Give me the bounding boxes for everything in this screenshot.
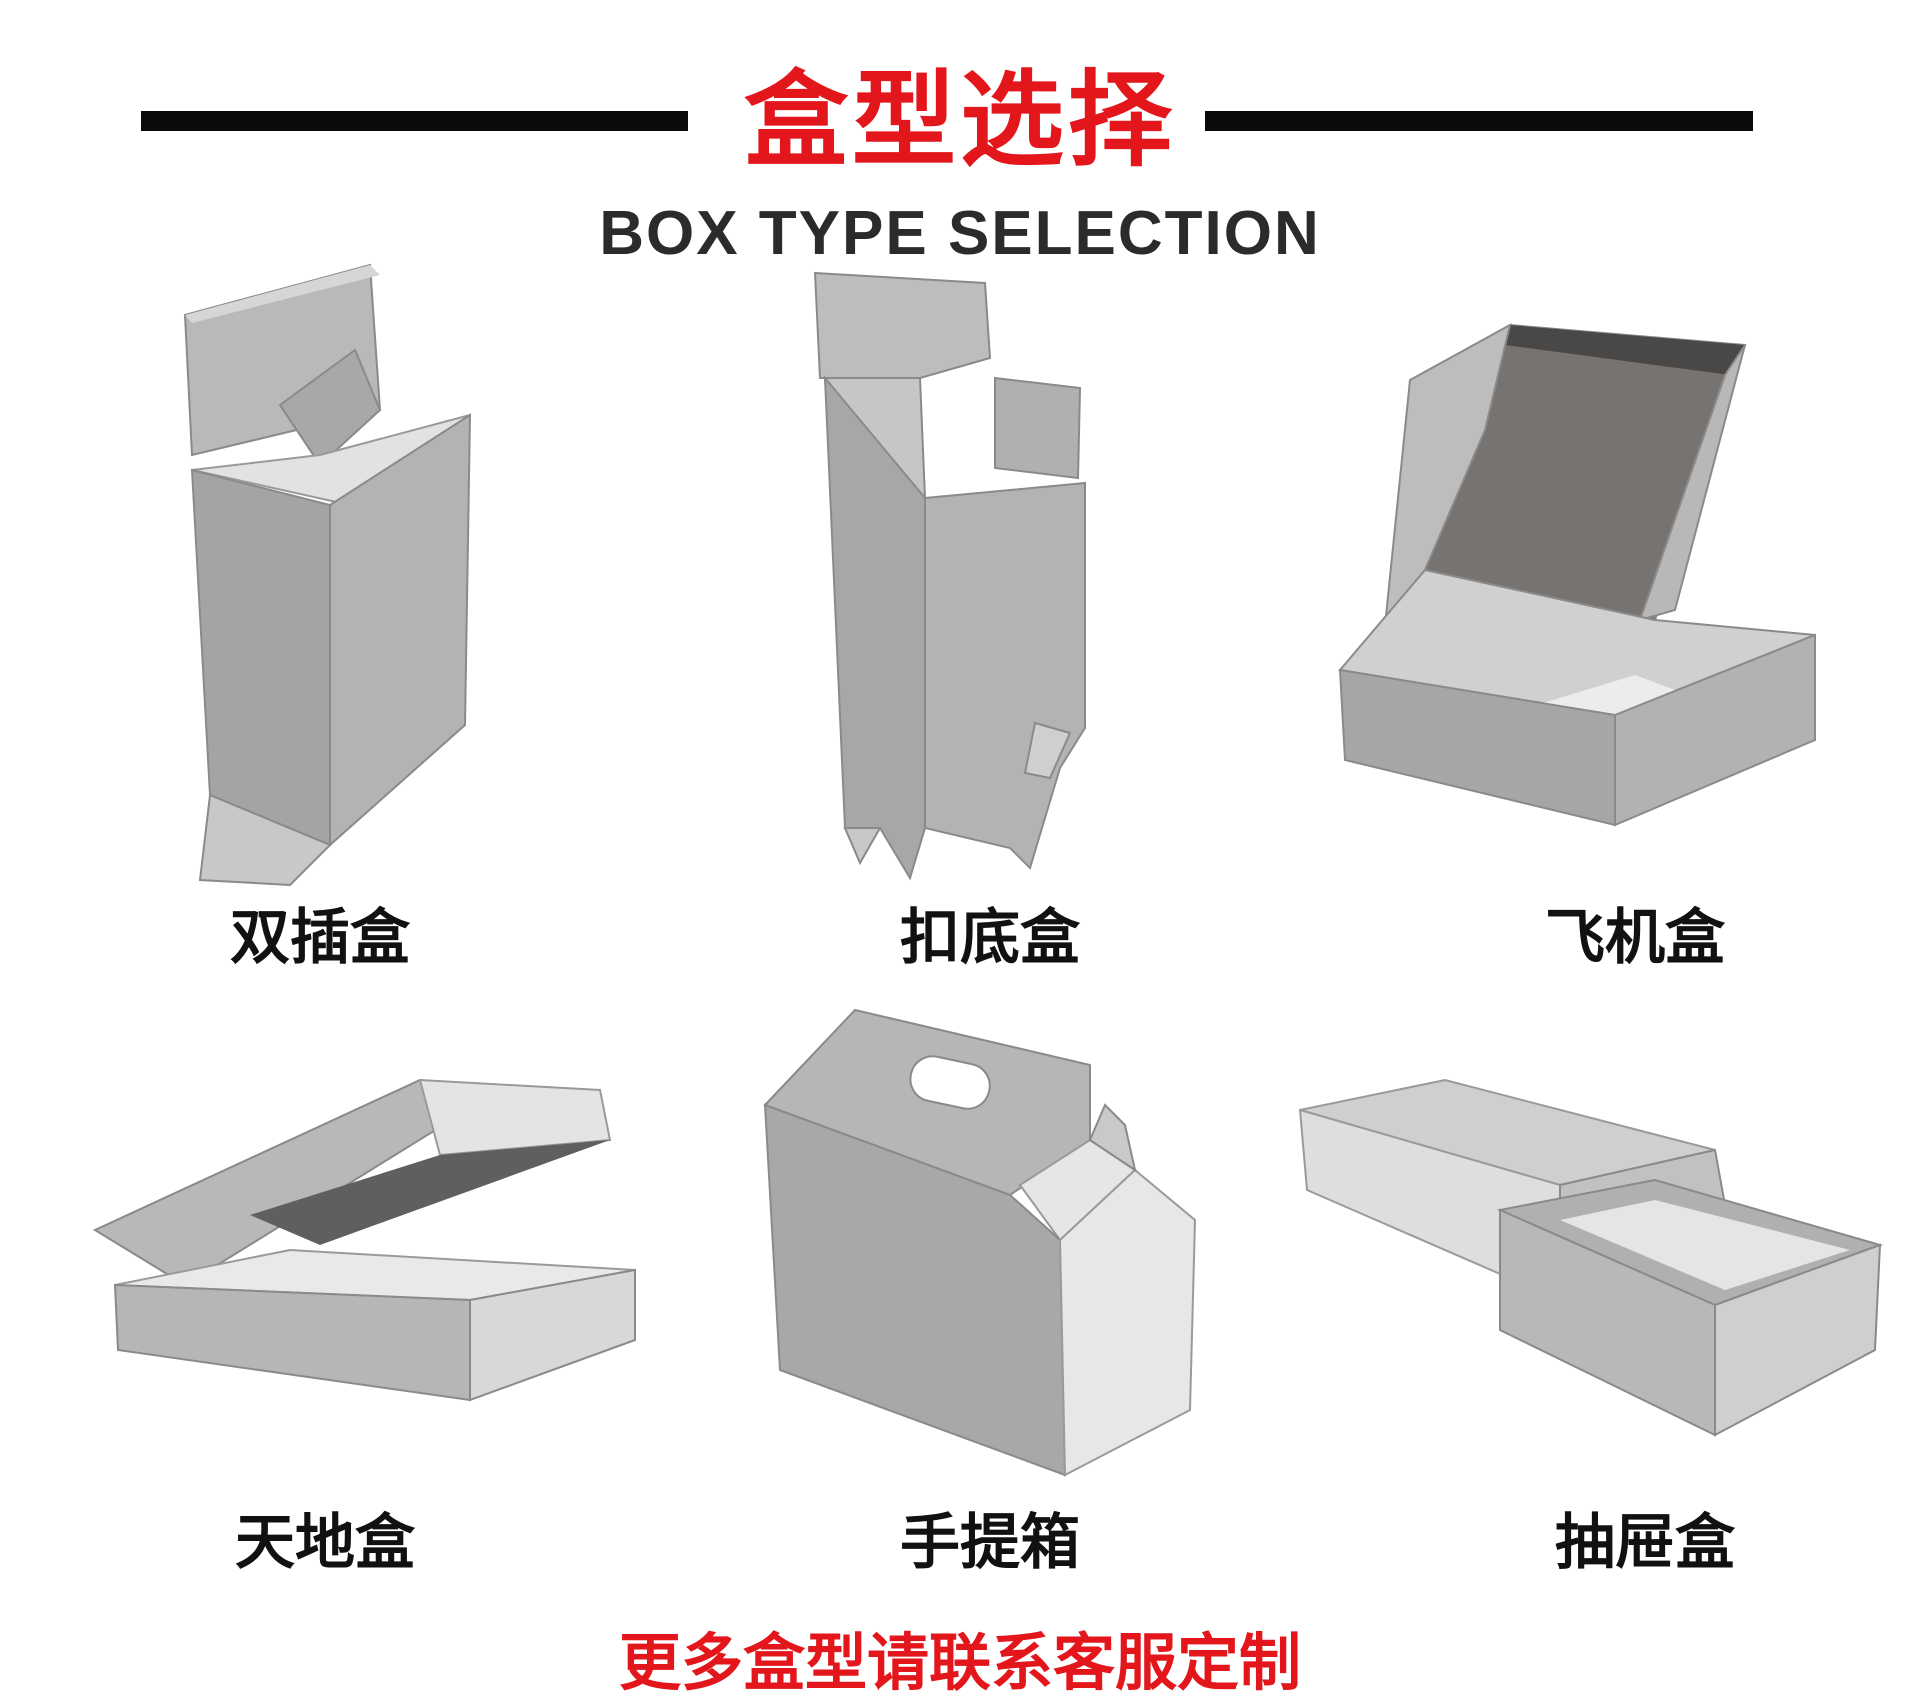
box-label-drawer: 抽屉盒 <box>1555 1508 1735 1578</box>
page-title: 盒型选择 <box>743 59 1176 181</box>
header-rule-left <box>141 111 688 131</box>
header-rule-right <box>1205 111 1753 131</box>
lock-bottom-box-illustration <box>813 271 1086 881</box>
footer-custom-note: 更多盒型请联系客服定制 <box>618 1626 1301 1699</box>
box-label-tuck-end: 双插盒 <box>230 903 410 973</box>
box-label-mailer: 飞机盒 <box>1545 903 1725 973</box>
drawer-box-illustration <box>1298 1078 1884 1437</box>
lid-base-box-illustration <box>92 1078 636 1402</box>
mailer-box-illustration <box>1338 323 1816 827</box>
box-label-lock-bottom: 扣底盒 <box>900 903 1080 973</box>
tuck-end-box-illustration <box>183 263 472 887</box>
page-subtitle: BOX TYPE SELECTION <box>599 199 1321 268</box>
box-label-lid-base: 天地盒 <box>235 1508 415 1578</box>
box-label-handle: 手提箱 <box>900 1508 1080 1578</box>
handle-box-illustration <box>763 1008 1197 1477</box>
